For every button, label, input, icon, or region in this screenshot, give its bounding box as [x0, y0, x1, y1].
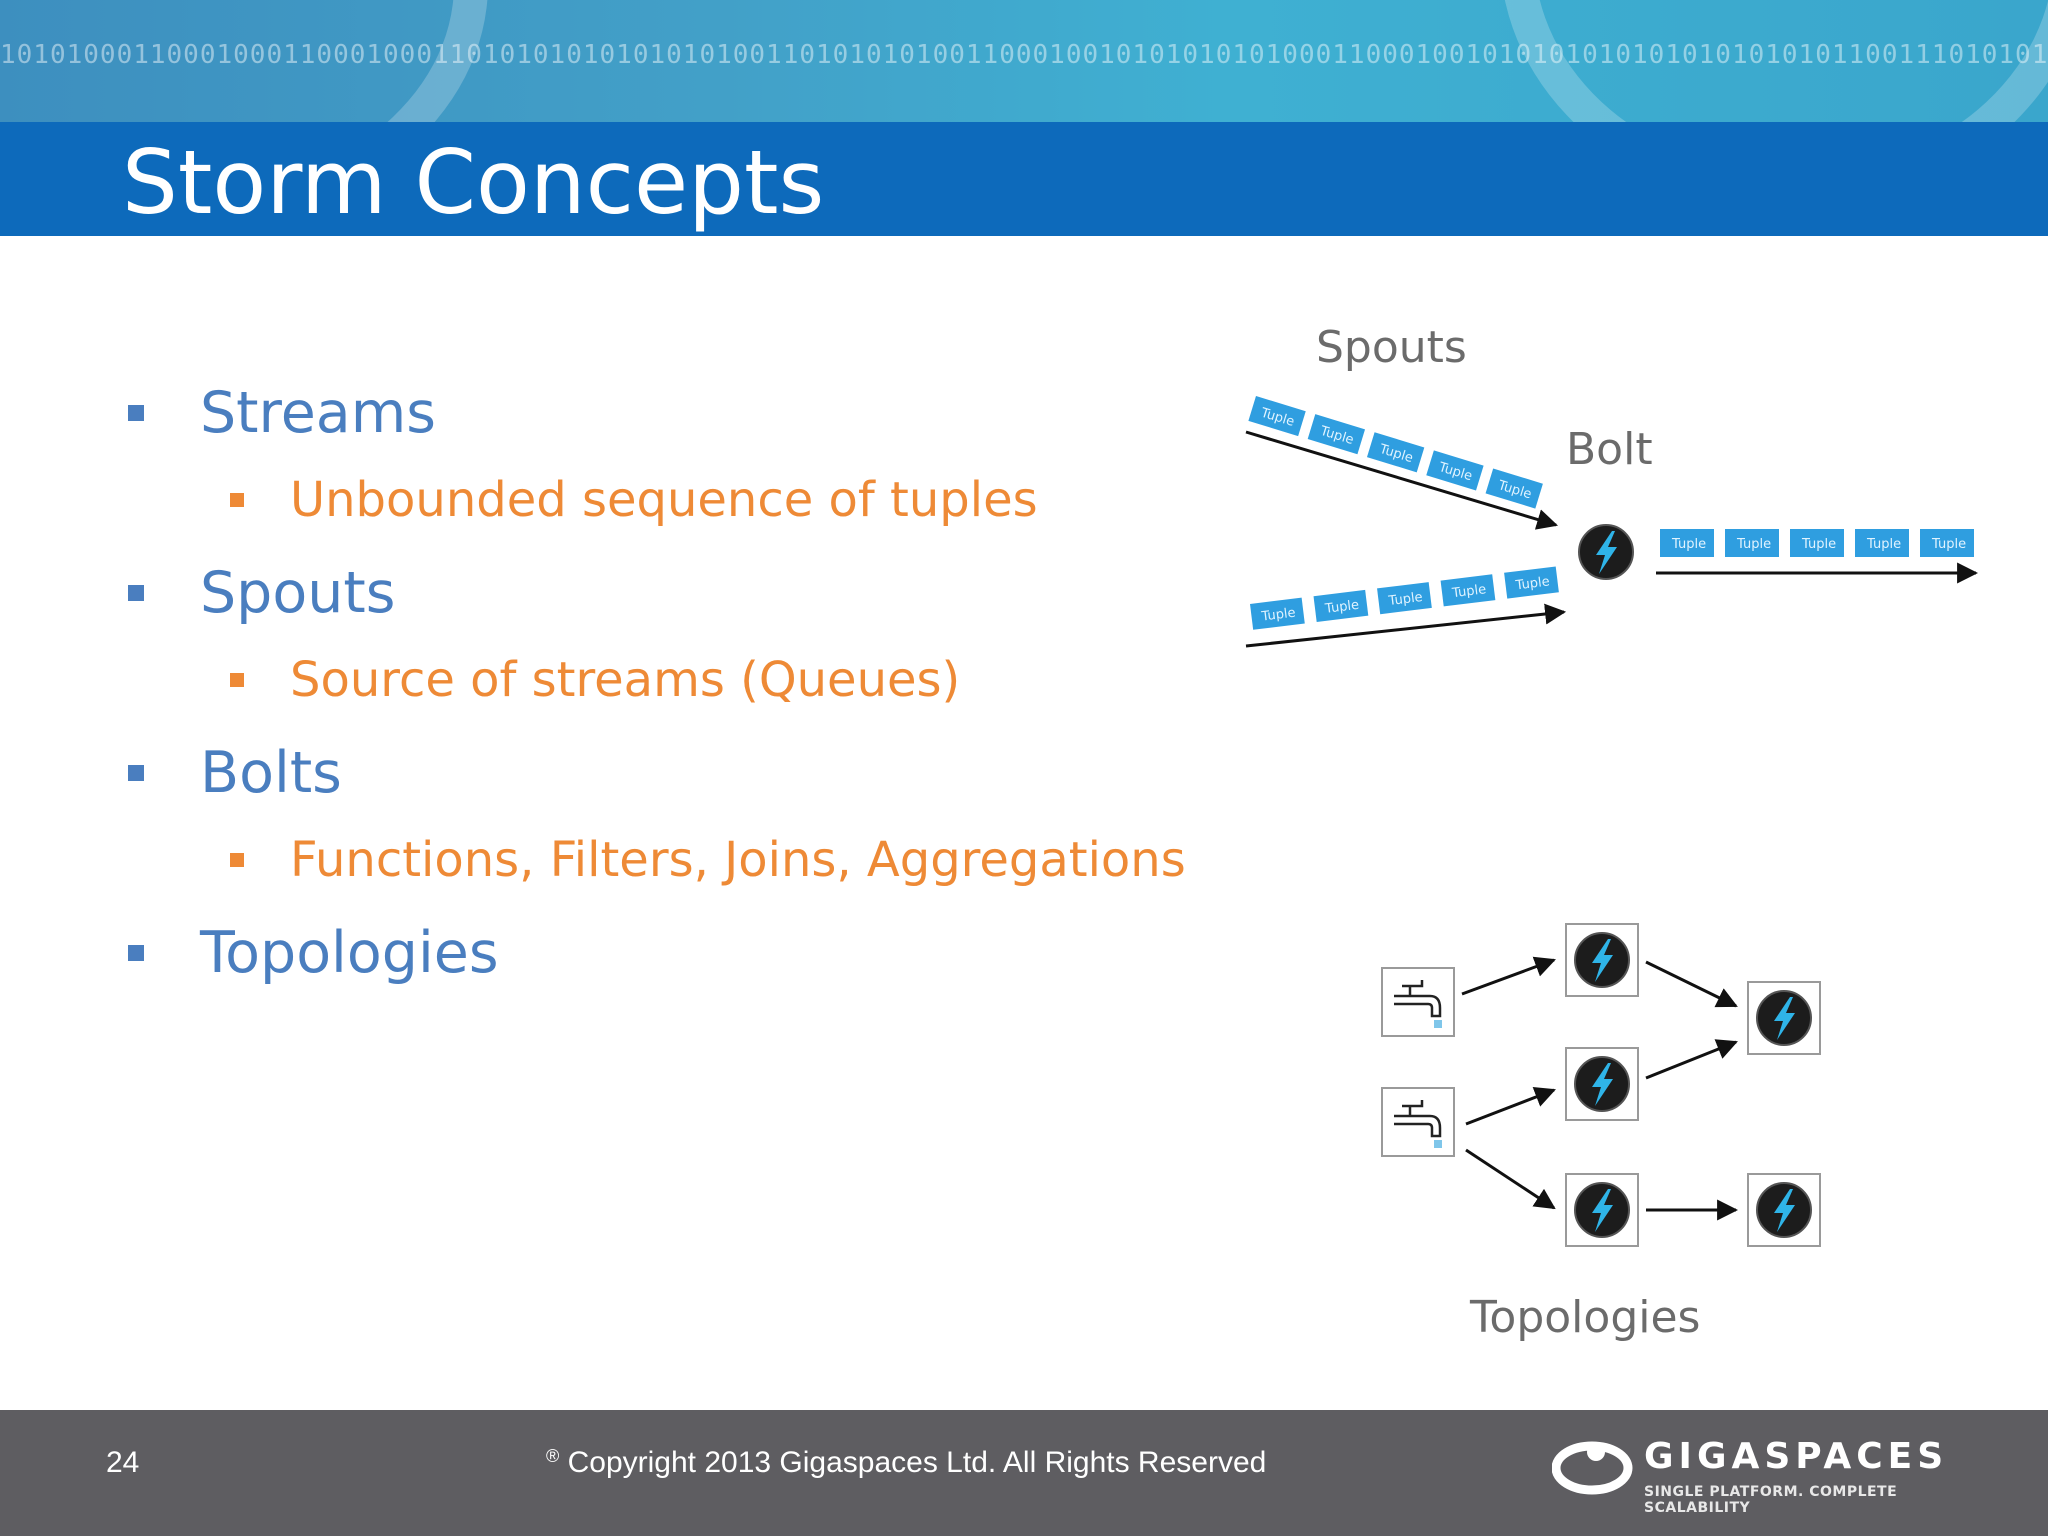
tuple-box — [1504, 566, 1559, 599]
tuple-label: Tuple — [1931, 537, 1966, 552]
logo-swirl-icon — [1552, 1441, 1633, 1495]
bolt-label: Bolt — [1566, 424, 1653, 475]
bullet-label: Topologies — [200, 920, 499, 986]
bullet-marker-icon — [128, 945, 144, 961]
topology-graph — [1380, 923, 1821, 1247]
lightning-bolt-icon — [1747, 1173, 1821, 1247]
registered-mark: ® — [546, 1446, 560, 1466]
tuple-label: Tuple — [1801, 537, 1836, 552]
sub-bullet-label: Unbounded sequence of tuples — [290, 472, 1038, 528]
sub-bullet-label: Functions, Filters, Joins, Aggregations — [290, 832, 1186, 888]
faucet-icon — [1380, 966, 1456, 1038]
tuple-box — [1426, 450, 1484, 491]
bullet-streams: Streams — [128, 378, 436, 448]
tuple-box — [1855, 529, 1909, 557]
sub-bullet-spouts: Source of streams (Queues) — [230, 650, 960, 710]
lightning-bolt-icon — [1565, 1047, 1639, 1121]
copyright-text: ® Copyright 2013 Gigaspaces Ltd. All Rig… — [546, 1446, 1266, 1480]
bullet-label: Streams — [200, 380, 436, 446]
slide-title: Storm Concepts — [122, 131, 825, 234]
bullet-spouts: Spouts — [128, 558, 395, 628]
tuple-box — [1313, 589, 1369, 623]
lightning-bolt-icon — [1747, 981, 1821, 1055]
stream-upper: Tuple Tuple Tuple Tuple Tuple — [1245, 396, 1559, 530]
bullet-marker-icon — [128, 585, 144, 601]
bolt-icon — [1578, 524, 1634, 580]
bullet-label: Bolts — [200, 740, 342, 806]
tuple-label: Tuple — [1260, 606, 1297, 625]
header-banner: 1010100011000100011000100011010101010101… — [0, 0, 2048, 122]
tuple-label: Tuple — [1387, 590, 1424, 609]
bullet-topologies: Topologies — [128, 918, 499, 988]
binary-decoration: 1010100011000100011000100011010101010101… — [0, 40, 2048, 70]
tuple-box — [1307, 414, 1366, 455]
tuple-box — [1725, 529, 1779, 557]
lightning-bolt-icon — [1565, 1173, 1639, 1247]
tuple-box — [1250, 597, 1305, 630]
bullet-bolts: Bolts — [128, 738, 342, 808]
bullet-marker-icon — [128, 405, 144, 421]
tuple-box — [1366, 432, 1425, 473]
sub-bullet-bolts: Functions, Filters, Joins, Aggregations — [230, 830, 1186, 890]
sub-bullet-marker-icon — [230, 493, 244, 507]
faucet-icon — [1380, 1086, 1456, 1158]
sub-bullet-marker-icon — [230, 853, 244, 867]
title-bar — [0, 122, 2048, 236]
tuple-label: Tuple — [1323, 598, 1360, 617]
sub-bullet-marker-icon — [230, 673, 244, 687]
tuple-box — [1485, 468, 1543, 509]
tuple-label: Tuple — [1866, 537, 1901, 552]
tuple-box — [1377, 582, 1432, 615]
sub-bullet-label: Source of streams (Queues) — [290, 652, 961, 708]
copyright-label: Copyright 2013 Gigaspaces Ltd. All Right… — [567, 1446, 1267, 1479]
stream-output: Tuple Tuple Tuple Tuple Tuple — [1656, 529, 1979, 584]
tuple-label: Tuple — [1736, 537, 1771, 552]
bullet-marker-icon — [128, 765, 144, 781]
page-number: 24 — [106, 1446, 140, 1479]
tuple-label: Tuple — [1514, 574, 1551, 593]
bullet-label: Spouts — [200, 560, 396, 626]
logo-tagline: SINGLE PLATFORM. COMPLETE SCALABILITY — [1644, 1484, 1898, 1516]
logo-name: GIGASPACES — [1644, 1436, 1949, 1477]
sub-bullet-streams: Unbounded sequence of tuples — [230, 470, 1038, 530]
tuple-box — [1660, 529, 1714, 557]
stream-lower: Tuple Tuple Tuple Tuple Tuple — [1245, 566, 1567, 648]
tuple-box — [1790, 529, 1844, 557]
tuple-label: Tuple — [1450, 582, 1487, 601]
lightning-bolt-icon — [1565, 923, 1639, 997]
spouts-label: Spouts — [1316, 322, 1467, 373]
tuple-box — [1248, 396, 1306, 437]
topologies-label: Topologies — [1470, 1292, 1701, 1343]
tuple-box — [1920, 529, 1974, 557]
tuple-box — [1440, 574, 1496, 607]
gigaspaces-logo: GIGASPACES SINGLE PLATFORM. COMPLETE SCA… — [1552, 1428, 1943, 1516]
footer-bar — [0, 1410, 2048, 1536]
tuple-label: Tuple — [1671, 537, 1706, 552]
